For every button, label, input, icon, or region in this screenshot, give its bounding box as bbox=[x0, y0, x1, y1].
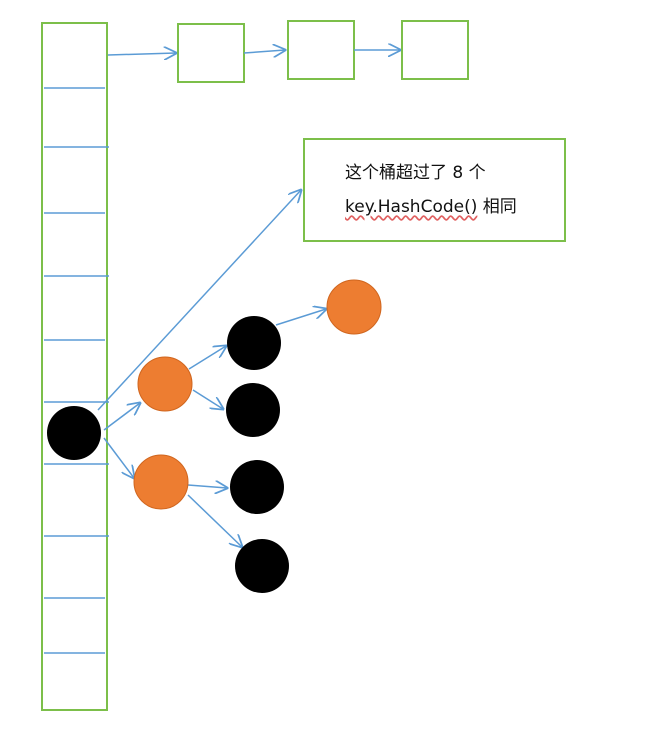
note-pointer-arrow bbox=[97, 190, 301, 411]
tree-edge bbox=[103, 403, 140, 431]
note-code-text: key.HashCode() bbox=[345, 197, 478, 217]
chain-arrow bbox=[107, 53, 176, 55]
note-line-1: 这个桶超过了 8 个 bbox=[345, 163, 486, 183]
tree-node-black bbox=[226, 383, 280, 437]
chain-arrow bbox=[243, 50, 285, 53]
tree-edge bbox=[275, 309, 326, 326]
list-node bbox=[177, 23, 245, 83]
tree-node-orange bbox=[326, 279, 382, 335]
tree-node-orange bbox=[137, 356, 193, 412]
list-node bbox=[401, 20, 469, 80]
tree-node-black-root bbox=[47, 406, 101, 460]
bucket-array bbox=[41, 22, 109, 711]
note-box: 这个桶超过了 8 个 key.HashCode() 相同 bbox=[303, 138, 566, 242]
tree-edges bbox=[97, 190, 326, 547]
note-line-2-rest: 相同 bbox=[477, 197, 517, 217]
tree-node-black bbox=[235, 539, 289, 593]
tree-edge bbox=[187, 494, 242, 547]
tree-edge bbox=[187, 485, 227, 488]
linked-list-chain bbox=[107, 20, 469, 83]
tree-node-orange bbox=[133, 454, 189, 510]
list-node bbox=[287, 20, 355, 80]
tree-edge bbox=[188, 346, 226, 370]
tree-node-black bbox=[227, 316, 281, 370]
bucket-array-frame bbox=[41, 22, 108, 711]
tree-edge bbox=[192, 389, 223, 409]
note-line-2: key.HashCode() 相同 bbox=[345, 190, 564, 224]
tree-nodes bbox=[47, 279, 382, 593]
tree-edge bbox=[103, 437, 134, 478]
tree-node-black bbox=[230, 460, 284, 514]
